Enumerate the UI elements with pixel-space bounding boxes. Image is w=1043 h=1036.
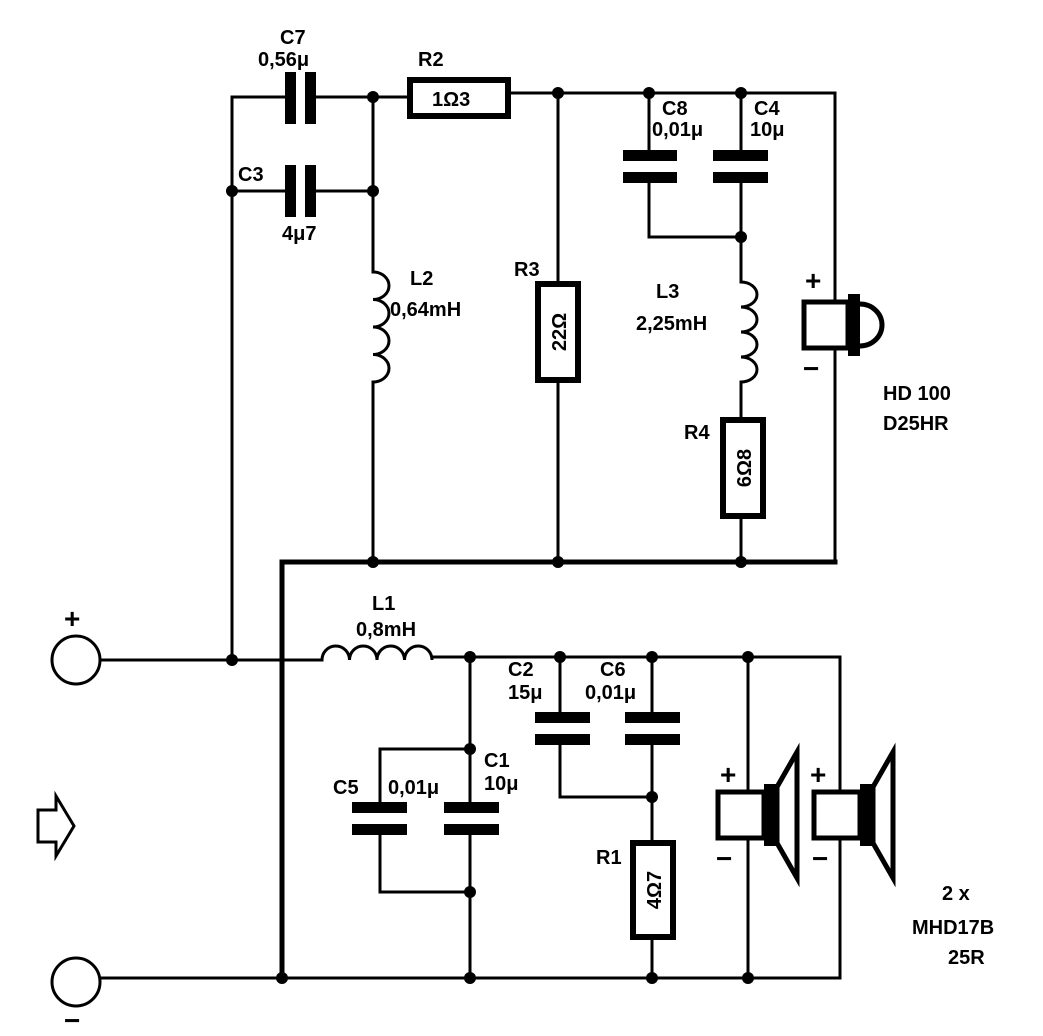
woofer-1-plus: + <box>720 759 736 790</box>
r1-value: 4Ω7 <box>644 871 666 909</box>
c5-ref: C5 <box>333 777 359 799</box>
capacitor-c2: C2 15μ <box>508 659 590 745</box>
woofer-model-line1: 2 x <box>942 883 970 905</box>
r3-ref: R3 <box>514 259 540 281</box>
c4-value: 10μ <box>750 119 784 141</box>
r1-ref: R1 <box>596 847 622 869</box>
woofer-2-minus: − <box>812 843 828 874</box>
capacitor-c5: C5 <box>333 777 407 835</box>
woofer-1-minus: − <box>716 843 732 874</box>
tweeter-network-wires <box>230 91 838 981</box>
c8-ref: C8 <box>662 98 688 120</box>
input-plus-terminal <box>50 634 102 686</box>
c7-value: 0,56μ <box>258 49 309 71</box>
capacitor-c3: C3 4μ7 <box>238 164 316 245</box>
capacitor-c8: C8 0,01μ <box>623 98 703 183</box>
c3-ref: C3 <box>238 164 264 186</box>
woofer-driver-2: + − <box>810 742 896 888</box>
r3-value: 22Ω <box>549 313 571 351</box>
c6-value: 0,01μ <box>585 682 636 704</box>
tweeter-minus: − <box>803 353 819 384</box>
r2-ref: R2 <box>418 49 444 71</box>
input-minus-terminal <box>50 956 102 1008</box>
r4-value: 6Ω8 <box>734 449 756 487</box>
resistor-r3: R3 22Ω <box>514 259 581 383</box>
capacitor-c6: C6 0,01μ <box>585 659 680 745</box>
input-minus-sign: − <box>64 1005 80 1036</box>
l2-ref: L2 <box>410 268 433 290</box>
input-plus-sign: + <box>64 603 80 634</box>
c2-ref: C2 <box>508 659 534 681</box>
input-arrow-icon <box>36 790 76 862</box>
r2-value: 1Ω3 <box>432 89 470 111</box>
junction-dots <box>226 87 754 984</box>
inductor-l3: L3 2,25mH <box>636 280 759 384</box>
r4-ref: R4 <box>684 422 710 444</box>
c3-value: 4μ7 <box>282 223 316 245</box>
c4-ref: C4 <box>754 98 780 120</box>
resistor-r1: R1 4Ω7 <box>596 840 676 940</box>
tweeter-model-line1: HD 100 <box>883 383 951 405</box>
l3-value: 2,25mH <box>636 313 707 335</box>
c1-ref: C1 <box>484 750 510 772</box>
capacitor-c1: C1 10μ <box>444 750 518 835</box>
l2-value: 0,64mH <box>390 299 461 321</box>
tweeter-plus: + <box>805 265 821 296</box>
c1-value: 10μ <box>484 773 518 795</box>
tweeter-model-line2: D25HR <box>883 413 949 435</box>
woofer-2-plus: + <box>810 759 826 790</box>
tweeter-driver: + − HD 100 D25HR <box>801 265 951 435</box>
woofer-driver-1: + − <box>715 742 800 888</box>
c7-ref: C7 <box>280 27 306 49</box>
l1-ref: L1 <box>372 593 395 615</box>
c2-value: 15μ <box>508 682 542 704</box>
input-terminals: + − <box>36 603 102 1036</box>
woofer-model-line2: MHD17B <box>912 917 994 939</box>
capacitor-c4: C4 10μ <box>713 98 784 183</box>
l1-value: 0,8mH <box>356 619 416 641</box>
resistor-r4: R4 6Ω8 <box>684 417 766 519</box>
capacitor-c7: C7 0,56μ <box>258 27 316 124</box>
resistor-r2: R2 1Ω3 <box>407 49 511 119</box>
c8-value: 0,01μ <box>652 119 703 141</box>
l3-ref: L3 <box>656 281 679 303</box>
c6-ref: C6 <box>600 659 626 681</box>
inductor-l1: L1 0,8mH <box>320 593 434 661</box>
c5-value: 0,01μ <box>388 777 439 799</box>
woofer-model-label: 2 x MHD17B 25R <box>912 883 994 969</box>
woofer-model-line3: 25R <box>948 947 985 969</box>
inductor-l2: L2 0,64mH <box>372 268 461 384</box>
